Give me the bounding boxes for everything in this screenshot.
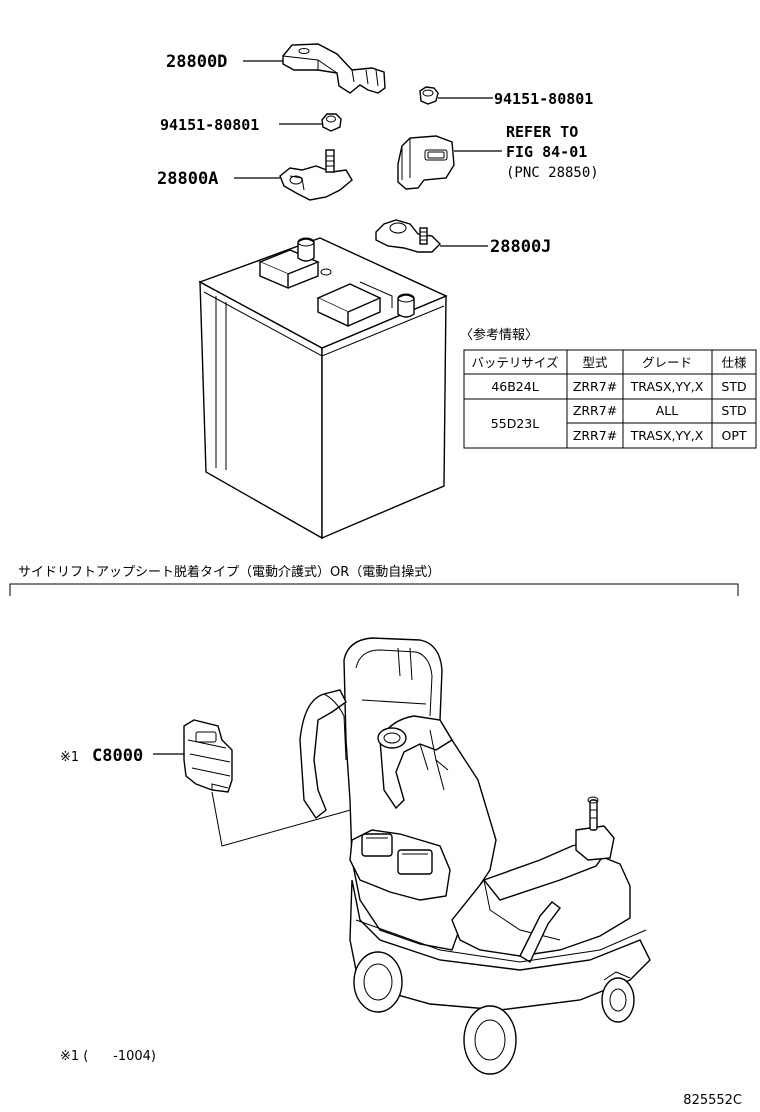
- section-bracket: [9, 583, 739, 596]
- cell-size-1: 46B24L: [491, 379, 538, 394]
- th-model: 型式: [582, 355, 608, 370]
- footnote: ※1 ( -1004): [60, 1049, 156, 1064]
- cell-model-3: ZRR7#: [573, 428, 617, 443]
- cell-model-2: ZRR7#: [573, 403, 617, 418]
- c8000-mark: ※1: [60, 750, 79, 765]
- nut-left: [321, 113, 342, 132]
- th-spec: 仕様: [721, 355, 747, 370]
- th-grade: グレード: [642, 355, 692, 370]
- battery: [198, 237, 448, 540]
- label-28800j: 28800J: [490, 237, 551, 257]
- label-28800d: 28800D: [166, 52, 227, 72]
- label-nut-right: 94151-80801: [494, 90, 593, 108]
- cell-spec-3: OPT: [721, 428, 746, 443]
- cell-spec-1: STD: [721, 379, 746, 394]
- label-28800a: 28800A: [157, 169, 218, 189]
- refer-line-3: (PNC 28850): [506, 165, 599, 181]
- th-battery-size: バッテリサイズ: [471, 355, 558, 370]
- cell-size-2: 55D23L: [491, 416, 539, 431]
- terminal-28800j: [375, 219, 441, 253]
- cell-grade-1: TRASX,YY,X: [630, 379, 704, 394]
- refer-line-1: REFER TO: [506, 123, 578, 141]
- terminal-28800a: [279, 149, 353, 201]
- switch-c8000: [183, 719, 233, 793]
- cell-grade-2: ALL: [656, 403, 679, 418]
- terminal-cover-28800d: [282, 43, 386, 94]
- cell-model-1: ZRR7#: [573, 379, 617, 394]
- refer-line-2: FIG 84-01: [506, 143, 587, 161]
- ref-info-table: [463, 349, 757, 449]
- cell-grade-3: TRASX,YY,X: [630, 428, 704, 443]
- lift-up-seat: [299, 637, 651, 1075]
- label-nut-left: 94151-80801: [160, 116, 259, 134]
- figure-id: 825552C: [683, 1093, 742, 1108]
- section-title: サイドリフトアップシート脱着タイプ（電動介護式）OR（電動自操式）: [18, 564, 440, 580]
- cell-spec-2: STD: [721, 403, 746, 418]
- label-c8000: C8000: [92, 746, 143, 766]
- nut-right: [419, 86, 439, 105]
- ref-info-title: 〈参考情報〉: [460, 327, 538, 343]
- sensor-connector: [397, 135, 455, 190]
